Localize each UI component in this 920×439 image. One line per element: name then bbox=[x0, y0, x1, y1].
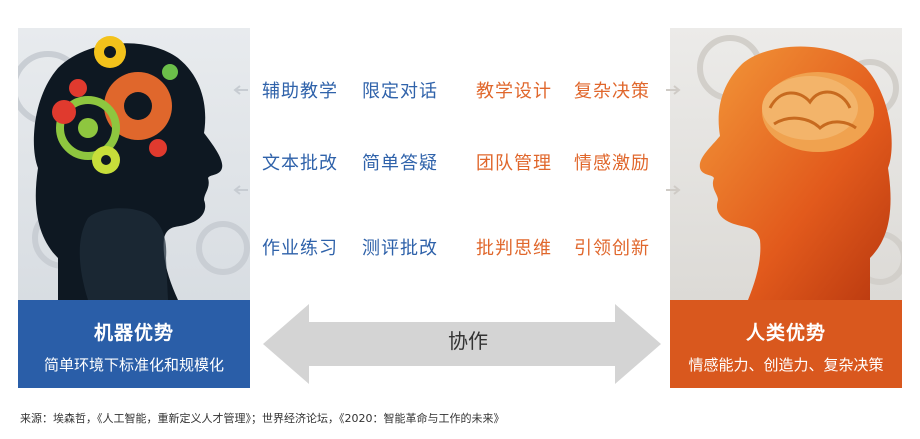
machine-task: 测评批改 bbox=[362, 238, 438, 259]
machine-task: 限定对话 bbox=[362, 81, 438, 102]
gear-red-icon bbox=[52, 64, 178, 157]
machine-advantage-title: 机器优势 bbox=[93, 322, 174, 344]
human-advantage-subtitle: 情感能力、创造力、复杂决策 bbox=[688, 356, 884, 374]
gear-orange-large-icon bbox=[104, 72, 172, 140]
gear-yellow-icon bbox=[94, 36, 126, 68]
machine-task: 简单答疑 bbox=[362, 153, 438, 174]
machine-task: 辅助教学 bbox=[262, 81, 338, 102]
human-task: 复杂决策 bbox=[574, 81, 650, 102]
machine-task: 文本批改 bbox=[262, 153, 338, 174]
machine-task: 作业练习 bbox=[262, 238, 338, 259]
human-advantage-box: 人类优势 情感能力、创造力、复杂决策 bbox=[670, 300, 902, 388]
gear-lime-icon bbox=[92, 146, 120, 174]
human-advantage-title: 人类优势 bbox=[745, 322, 826, 344]
human-task: 情感激励 bbox=[574, 153, 650, 174]
human-task: 教学设计 bbox=[476, 81, 552, 102]
right-arrow-icon bbox=[666, 185, 681, 195]
machine-advantage-subtitle: 简单环境下标准化和规模化 bbox=[43, 356, 224, 374]
human-head-brain-illustration bbox=[697, 35, 902, 300]
left-side-arrows bbox=[233, 85, 248, 195]
left-arrow-icon bbox=[233, 85, 248, 95]
right-side-arrows bbox=[666, 85, 681, 195]
machine-head-gears-illustration bbox=[18, 36, 250, 300]
human-task: 团队管理 bbox=[476, 153, 552, 174]
left-arrow-icon bbox=[233, 185, 248, 195]
collaboration-label: 协作 bbox=[448, 329, 488, 353]
machine-advantage-box: 机器优势 简单环境下标准化和规模化 bbox=[18, 300, 250, 388]
collaboration-double-arrow bbox=[263, 304, 661, 384]
gear-green-icon bbox=[56, 96, 120, 160]
human-task: 批判思维 bbox=[476, 238, 552, 259]
brain-icon bbox=[762, 72, 874, 152]
source-note: 来源：埃森哲，《人工智能，重新定义人才管理》；世界经济论坛，《2020：智能革命… bbox=[20, 412, 505, 425]
human-task: 引领创新 bbox=[574, 238, 650, 259]
right-arrow-icon bbox=[666, 85, 681, 95]
